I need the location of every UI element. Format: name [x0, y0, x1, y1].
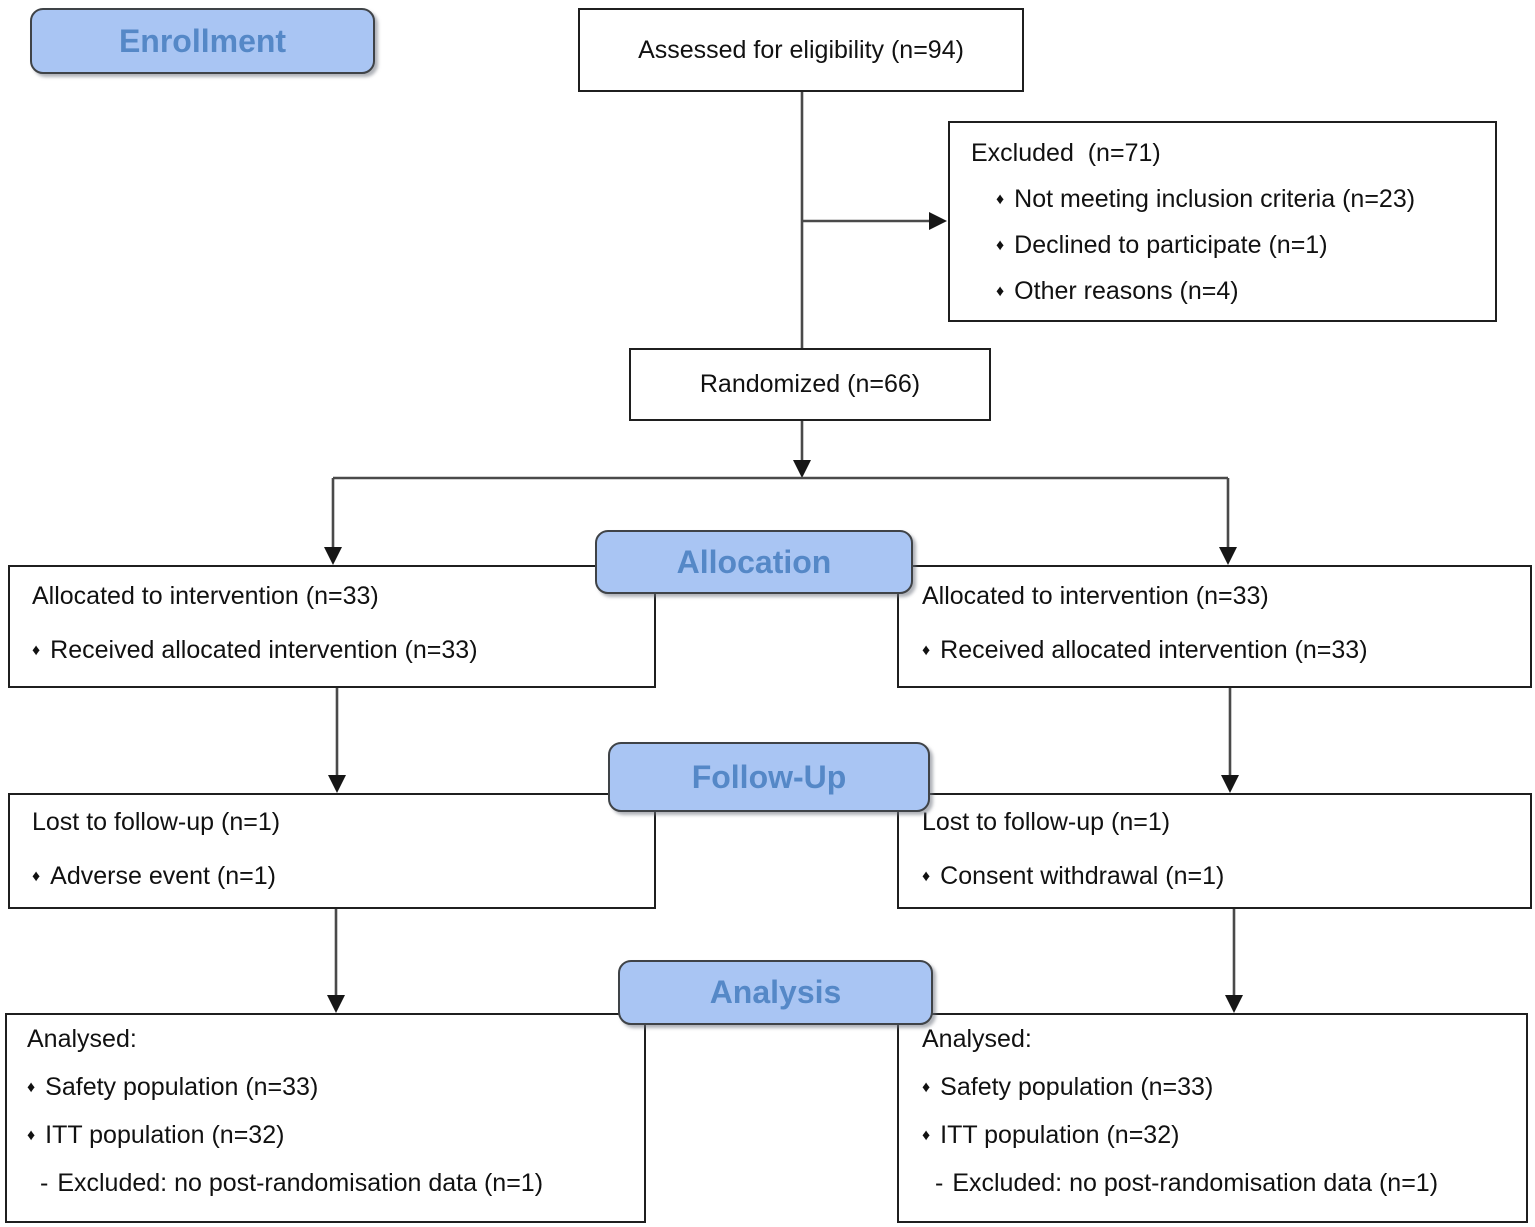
right-allocation-arrowhead-icon — [1219, 547, 1237, 565]
randomized-text: Randomized (n=66) — [699, 370, 921, 398]
allocation-label-text: Allocation — [676, 543, 832, 580]
diamond-bullet-icon: ♦ — [996, 191, 1005, 208]
diamond-bullet-icon: ♦ — [996, 283, 1005, 300]
diamond-bullet-icon: ♦ — [922, 642, 931, 659]
followup-left-title: Lost to follow-up (n=1) — [32, 808, 281, 836]
analysis-right-title: Analysed: — [922, 1025, 1032, 1053]
right-analysis-arrowhead-icon — [1225, 995, 1243, 1013]
assessed-text: Assessed for eligibility (n=94) — [638, 35, 964, 64]
allocation-left-item: ♦ Received allocated intervention (n=33) — [32, 636, 654, 690]
analysis-right-item: ♦ ITT population (n=32) — [922, 1121, 1526, 1169]
diamond-bullet-icon: ♦ — [922, 1127, 931, 1144]
diamond-bullet-icon: ♦ — [32, 868, 41, 885]
diamond-bullet-icon: ♦ — [27, 1127, 36, 1144]
excluded-item: ♦ Declined to participate (n=1) — [950, 231, 1495, 277]
diamond-bullet-icon: ♦ — [32, 642, 41, 659]
assessed-for-eligibility-box: Assessed for eligibility (n=94) — [578, 8, 1024, 92]
diamond-bullet-icon: ♦ — [996, 237, 1005, 254]
diamond-bullet-icon: ♦ — [922, 868, 931, 885]
followup-right-title: Lost to follow-up (n=1) — [922, 808, 1171, 836]
allocation-right-item: ♦ Received allocated intervention (n=33) — [922, 636, 1530, 690]
allocation-left-item-text: Received allocated intervention (n=33) — [50, 636, 478, 664]
analysis-right-item-text: ITT population (n=32) — [940, 1121, 1180, 1149]
right-followup-arrowhead-icon — [1221, 775, 1239, 793]
analysis-left-item: ♦ ITT population (n=32) — [27, 1121, 644, 1169]
excluded-item-text: Not meeting inclusion criteria (n=23) — [1014, 185, 1416, 213]
diamond-bullet-icon: ♦ — [922, 1079, 931, 1096]
analysed-left-box: Analysed: ♦ Safety population (n=33) ♦ I… — [5, 1013, 646, 1223]
allocated-intervention-right-box: Allocated to intervention (n=33) ♦ Recei… — [897, 565, 1532, 688]
split-arrowhead-icon — [793, 460, 811, 478]
left-analysis-arrowhead-icon — [327, 995, 345, 1013]
analysed-right-box: Analysed: ♦ Safety population (n=33) ♦ I… — [897, 1013, 1528, 1223]
lost-to-followup-right-box: Lost to follow-up (n=1) ♦ Consent withdr… — [897, 793, 1532, 909]
analysis-left-sub-item: - Excluded: no post-randomisation data (… — [27, 1169, 644, 1217]
stage-label-enrollment: Enrollment — [30, 8, 375, 74]
excluded-item-text: Declined to participate (n=1) — [1014, 231, 1328, 259]
followup-right-item-text: Consent withdrawal (n=1) — [940, 862, 1225, 890]
analysis-left-item: ♦ Safety population (n=33) — [27, 1073, 644, 1121]
excluded-arrowhead-icon — [929, 212, 947, 230]
stage-label-follow-up: Follow-Up — [608, 742, 930, 812]
allocation-left-title: Allocated to intervention (n=33) — [32, 582, 379, 610]
analysis-label-text: Analysis — [709, 974, 842, 1010]
analysis-left-item-text: Safety population (n=33) — [45, 1073, 319, 1101]
left-followup-arrowhead-icon — [328, 775, 346, 793]
analysis-left-title: Analysed: — [27, 1025, 137, 1053]
stage-label-analysis: Analysis — [618, 960, 933, 1025]
allocated-intervention-left-box: Allocated to intervention (n=33) ♦ Recei… — [8, 565, 656, 688]
excluded-title: Excluded (n=71) — [971, 139, 1161, 167]
analysis-left-sub-item-text: Excluded: no post-randomisation data (n=… — [57, 1169, 544, 1197]
excluded-item: ♦ Not meeting inclusion criteria (n=23) — [950, 185, 1495, 231]
stage-label-allocation: Allocation — [595, 530, 913, 594]
analysis-left-item-text: ITT population (n=32) — [45, 1121, 285, 1149]
excluded-item-text: Other reasons (n=4) — [1014, 277, 1239, 305]
analysis-right-sub-item-text: Excluded: no post-randomisation data (n=… — [952, 1169, 1439, 1197]
excluded-box: Excluded (n=71) ♦ Not meeting inclusion … — [948, 121, 1497, 322]
allocation-right-item-text: Received allocated intervention (n=33) — [940, 636, 1368, 664]
dash-bullet-icon: - — [40, 1169, 49, 1197]
randomized-box: Randomized (n=66) — [629, 348, 991, 421]
analysis-right-item-text: Safety population (n=33) — [940, 1073, 1214, 1101]
lost-to-followup-left-box: Lost to follow-up (n=1) ♦ Adverse event … — [8, 793, 656, 909]
enrollment-label-text: Enrollment — [118, 22, 287, 59]
followup-right-item: ♦ Consent withdrawal (n=1) — [922, 862, 1530, 916]
followup-left-item-text: Adverse event (n=1) — [50, 862, 276, 890]
analysis-right-sub-item: - Excluded: no post-randomisation data (… — [922, 1169, 1526, 1217]
allocation-right-title: Allocated to intervention (n=33) — [922, 582, 1269, 610]
analysis-right-item: ♦ Safety population (n=33) — [922, 1073, 1526, 1121]
follow-up-label-text: Follow-Up — [691, 758, 847, 795]
dash-bullet-icon: - — [935, 1169, 944, 1197]
followup-left-item: ♦ Adverse event (n=1) — [32, 862, 654, 916]
left-allocation-arrowhead-icon — [324, 547, 342, 565]
diamond-bullet-icon: ♦ — [27, 1079, 36, 1096]
excluded-item: ♦ Other reasons (n=4) — [950, 277, 1495, 323]
